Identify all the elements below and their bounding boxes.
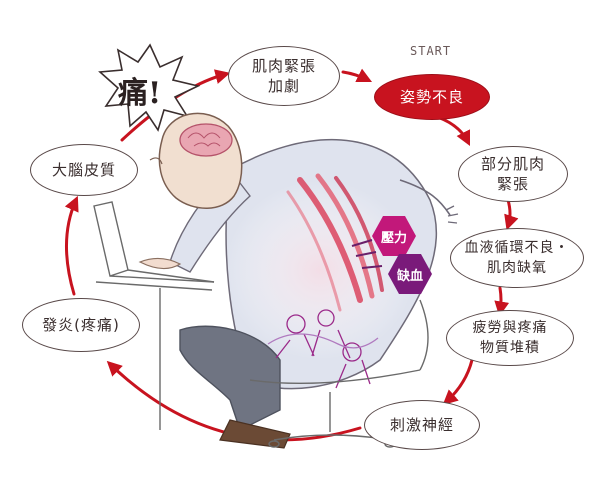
node-cerebral-cortex: 大腦皮質	[30, 144, 138, 196]
node-label: 姿勢不良	[399, 88, 464, 106]
node-label: 疲勞與疼痛 物質堆積	[472, 320, 548, 356]
node-muscle-tension-worse: 肌肉緊張 加劇	[228, 46, 340, 106]
arrow-partial-to-circulation	[504, 198, 519, 231]
pressure-lines	[351, 239, 383, 269]
node-label: 大腦皮質	[51, 161, 116, 179]
node-label: 肌肉緊張 加劇	[251, 57, 316, 95]
node-label: 發炎(疼痛)	[42, 316, 120, 334]
marker-label: 缺血	[396, 268, 423, 284]
person-illustration	[138, 138, 459, 449]
nerve-icon	[267, 309, 379, 389]
node-label: 部分肌肉 緊張	[480, 155, 545, 193]
node-label: 血液循環不良・ 肌肉缺氧	[464, 240, 570, 276]
node-partial-muscle-tension: 部分肌肉 緊張	[458, 146, 568, 202]
node-fatigue-substances: 疲勞與疼痛 物質堆積	[446, 310, 574, 366]
marker-label: 壓力	[380, 230, 407, 246]
node-bad-posture: 姿勢不良	[374, 74, 490, 120]
arrow-tension-to-posture	[341, 68, 373, 83]
burst-icon	[98, 43, 201, 132]
arrow-pain-to-cortex	[64, 195, 79, 296]
pain-exclamation: 痛!	[118, 76, 162, 111]
head-illustration	[149, 112, 243, 209]
node-stimulate-nerve: 刺激神經	[364, 400, 480, 450]
node-poor-circulation: 血液循環不良・ 肌肉缺氧	[450, 228, 584, 288]
marker-pressure: 壓力	[372, 216, 416, 256]
arrow-fatigue-to-nerve	[442, 358, 474, 406]
laptop-icon	[93, 201, 215, 430]
start-label: START	[410, 44, 452, 58]
arrow-circulation-to-fatigue	[494, 286, 510, 317]
node-pain-onset: 發炎(疼痛)	[22, 298, 140, 352]
arrow-posture-to-partial	[438, 116, 471, 147]
node-label: 刺激神經	[389, 416, 454, 434]
brain-icon	[179, 123, 233, 157]
back-muscle-illustration	[286, 173, 384, 312]
marker-oxygen-deficit: 缺血	[388, 254, 432, 294]
